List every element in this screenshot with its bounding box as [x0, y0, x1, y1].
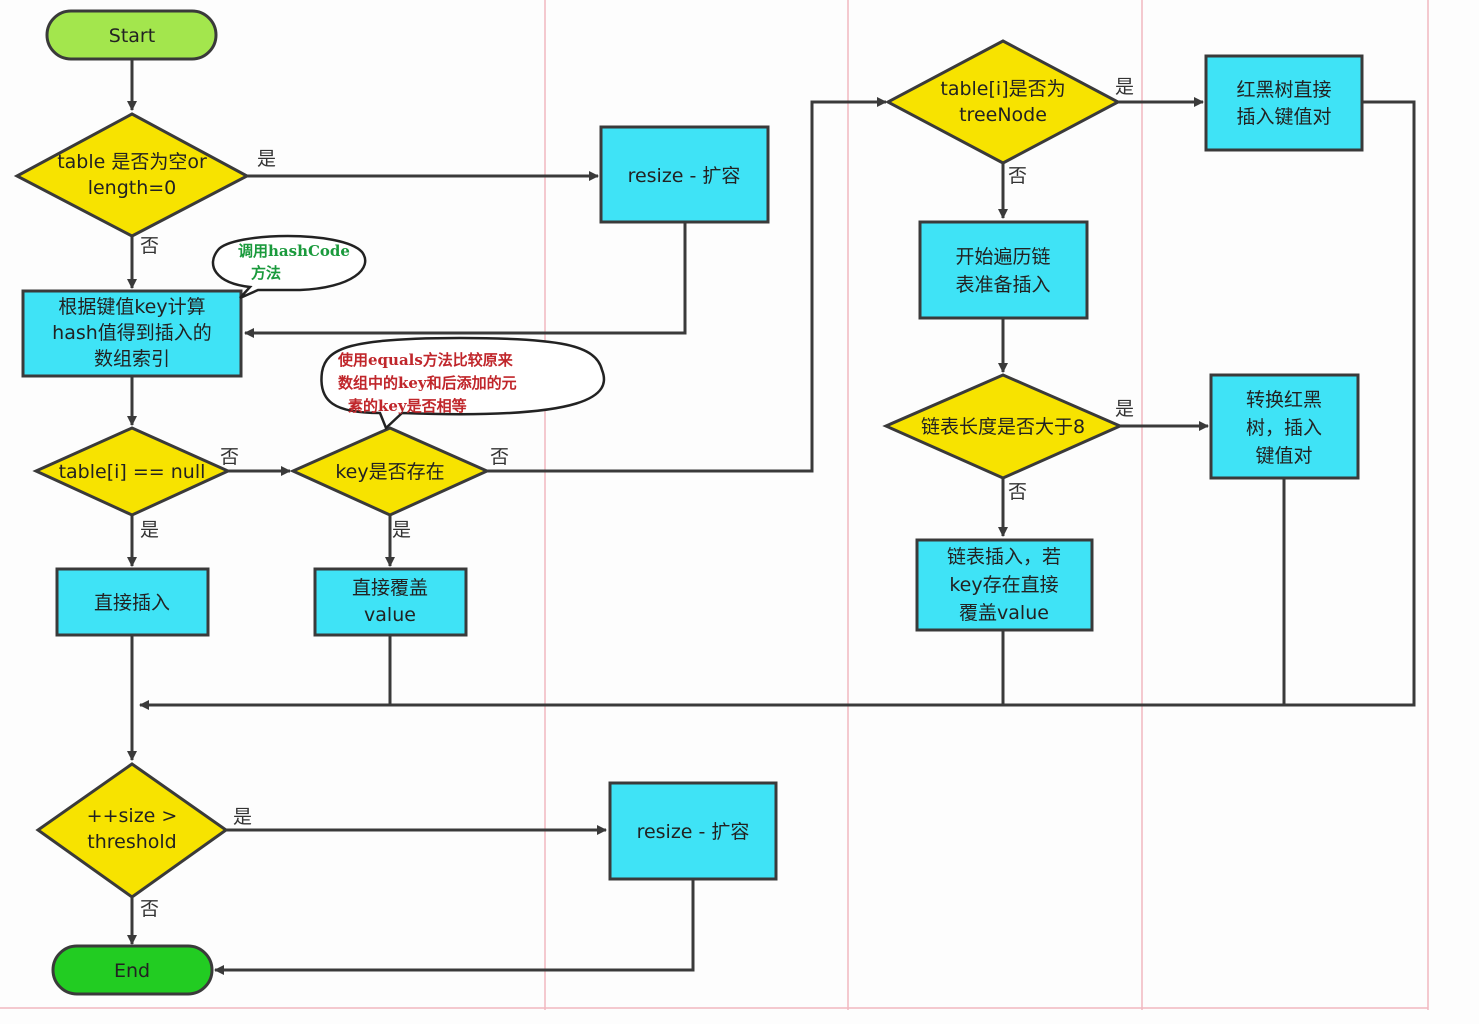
process-calc-index: 根据键值key计算 hash值得到插入的 数组索引 [21, 289, 243, 378]
rbtree-insert-line2: 插入键值对 [1236, 106, 1331, 128]
calc-index-line1: 根据键值key计算 [58, 296, 205, 318]
decision-size-threshold: ++size > threshold [35, 762, 229, 899]
resize-bottom-label: resize - 扩容 [637, 821, 750, 843]
table-empty-line1: table 是否为空or [57, 151, 207, 173]
decision-key-exists: key是否存在 [289, 426, 491, 517]
list-length-label: 链表长度是否大于8 [921, 416, 1085, 438]
note-hashcode: 调用hashCode 方法 [211, 234, 367, 300]
list-insert-line1: 链表插入，若 [947, 546, 1061, 568]
table-empty-line2: length=0 [88, 177, 177, 199]
equals-note-line2: 数组中的key和后添加的元 [338, 374, 517, 392]
start-label: Start [109, 25, 155, 47]
label-no-treenode: 否 [1008, 165, 1027, 187]
process-resize-bottom: resize - 扩容 [608, 781, 778, 881]
label-yes-len: 是 [1115, 398, 1134, 420]
label-no-table-empty: 否 [140, 235, 159, 257]
is-treenode-line1: table[i]是否为 [940, 78, 1065, 100]
column-guides [0, 0, 1429, 1010]
process-traverse: 开始遍历链 表准备插入 [918, 220, 1089, 320]
process-to-rbtree: 转换红黑 树，插入 键值对 [1209, 373, 1360, 480]
label-no-size: 否 [140, 898, 159, 920]
edge-resize-to-end [214, 879, 695, 975]
end-label: End [114, 960, 150, 982]
list-insert-line2: key存在直接 [949, 574, 1058, 596]
edge-rbtree-to-merge [139, 100, 1416, 710]
process-direct-insert: 直接插入 [55, 567, 210, 637]
edge-labels: 是 否 否 是 否 是 是 否 是 否 是 否 [140, 76, 1134, 920]
direct-cover-line2: value [364, 604, 416, 626]
label-yes-key-exists: 是 [392, 519, 411, 541]
edge-key-exists-no [487, 97, 887, 473]
to-rbtree-line2: 树，插入 [1246, 417, 1322, 439]
to-rbtree-line3: 键值对 [1255, 445, 1312, 467]
hashcode-note-line2: 方法 [251, 264, 281, 282]
start-node: Start [45, 9, 218, 61]
end-node: End [51, 944, 214, 996]
label-no-null: 否 [220, 446, 239, 468]
equals-note-line3: 素的key是否相等 [348, 397, 467, 415]
decision-table-empty: table 是否为空or length=0 [13, 112, 251, 238]
calc-index-line3: 数组索引 [94, 348, 170, 370]
size-threshold-line1: ++size > [87, 805, 178, 827]
direct-cover-line1: 直接覆盖 [352, 577, 428, 599]
label-yes-table-empty: 是 [257, 148, 276, 170]
size-threshold-line2: threshold [87, 831, 176, 853]
to-rbtree-line1: 转换红黑 [1246, 389, 1322, 411]
decision-is-treenode: table[i]是否为 treeNode [884, 39, 1122, 165]
label-yes-size: 是 [233, 806, 252, 828]
traverse-line1: 开始遍历链 [955, 246, 1050, 268]
decision-list-length: 链表长度是否大于8 [882, 373, 1124, 480]
rbtree-insert-line1: 红黑树直接 [1236, 79, 1331, 101]
edge-resize-to-calc [244, 222, 687, 338]
key-exists-label: key是否存在 [335, 461, 444, 483]
traverse-line2: 表准备插入 [955, 274, 1050, 296]
table-i-null-label: table[i] == null [59, 461, 206, 483]
list-insert-line3: 覆盖value [959, 602, 1049, 624]
label-no-len: 否 [1008, 481, 1027, 503]
label-no-key-exists: 否 [490, 446, 509, 468]
process-list-insert: 链表插入，若 key存在直接 覆盖value [915, 538, 1094, 632]
label-yes-null: 是 [140, 519, 159, 541]
process-direct-cover: 直接覆盖 value [313, 567, 468, 637]
is-treenode-line2: treeNode [959, 104, 1047, 126]
process-rbtree-insert: 红黑树直接 插入键值对 [1204, 54, 1364, 152]
calc-index-line2: hash值得到插入的 [52, 322, 212, 344]
resize-top-label: resize - 扩容 [628, 165, 741, 187]
note-equals: 使用equals方法比较原来 数组中的key和后添加的元 素的key是否相等 [320, 336, 606, 431]
label-yes-treenode: 是 [1115, 76, 1134, 98]
process-resize-top: resize - 扩容 [599, 125, 770, 224]
direct-insert-label: 直接插入 [94, 592, 170, 614]
decision-table-i-null: table[i] == null [32, 426, 232, 517]
equals-note-line1: 使用equals方法比较原来 [337, 351, 514, 369]
hashcode-note-line1: 调用hashCode [238, 242, 350, 260]
connectors [127, 60, 1416, 975]
